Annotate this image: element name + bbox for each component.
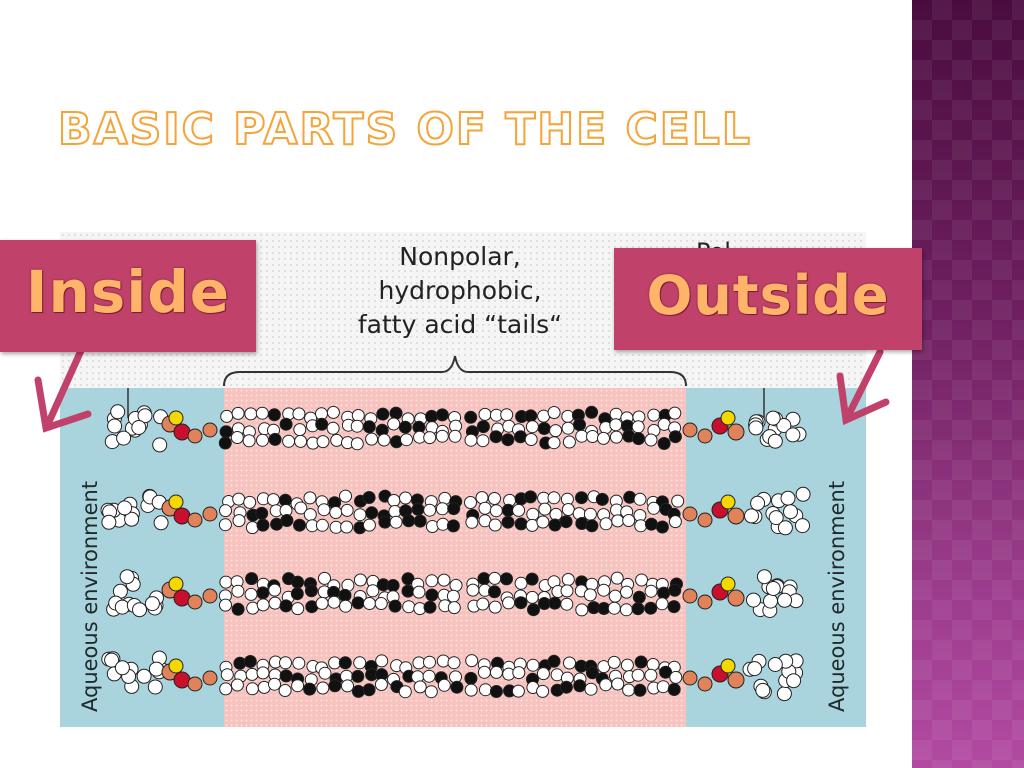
aqueous-label-right: Aqueous environment [825, 480, 849, 712]
phospholipid-molecules [100, 388, 811, 702]
aqueous-label-left: Aqueous environment [78, 480, 102, 712]
nonpolar-label: Nonpolar, hydrophobic, fatty acid “tails… [310, 240, 610, 342]
decorative-sidebar [912, 0, 1024, 768]
inside-label-text: Inside [25, 258, 231, 326]
nonpolar-line-2: hydrophobic, [378, 276, 542, 305]
inside-label: Inside [0, 240, 256, 352]
outside-label-text: Outside [646, 264, 890, 327]
nonpolar-line-1: Nonpolar, [399, 242, 521, 271]
outside-label: Outside [614, 248, 922, 350]
curly-brace [223, 355, 687, 387]
slide-title: BASIC PARTS OF THE CELL [57, 103, 752, 156]
nonpolar-line-3: fatty acid “tails“ [357, 310, 563, 339]
